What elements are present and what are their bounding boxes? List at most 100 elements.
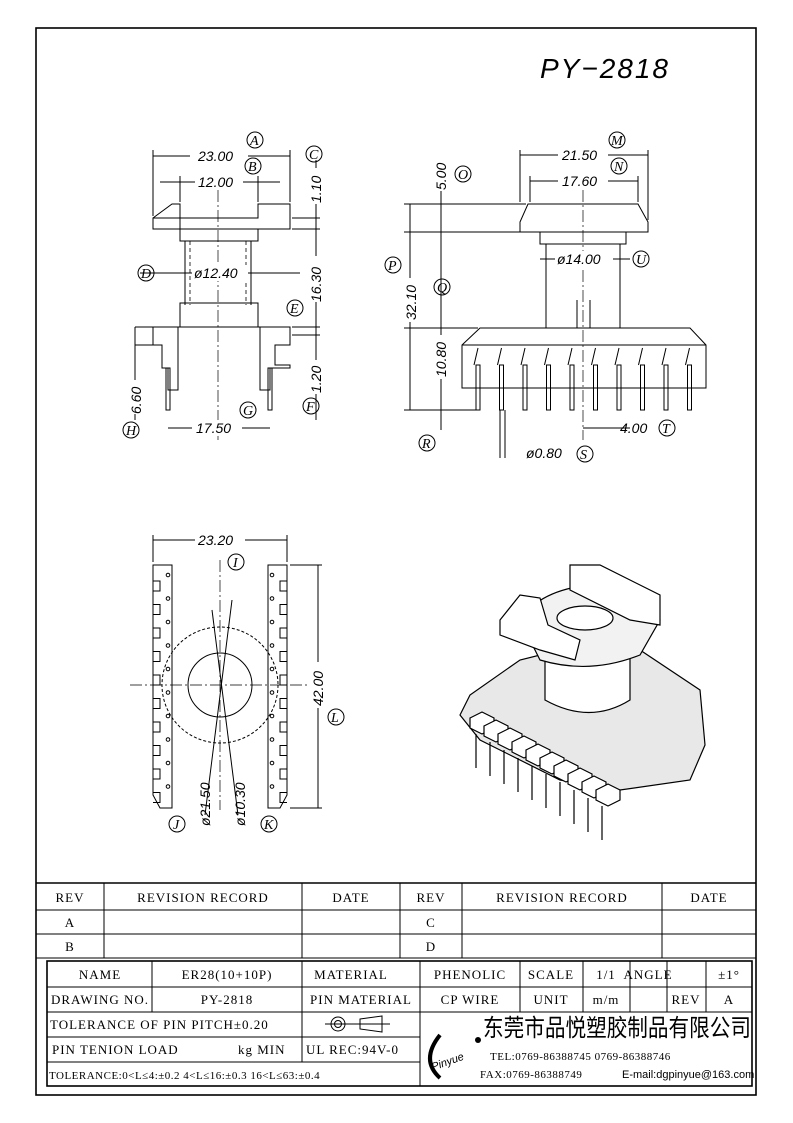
pin-slot xyxy=(520,347,526,366)
svg-text:D: D xyxy=(140,267,151,282)
dim-m: 21.50 xyxy=(561,147,597,163)
slot xyxy=(153,698,161,709)
rev-header: REV xyxy=(417,890,446,905)
slot xyxy=(279,674,287,686)
title-block: NAME ER28(10+10P) MATERIAL PHENOLIC SCAL… xyxy=(46,960,754,1087)
scale-label: SCALE xyxy=(528,967,574,982)
dim-g: 17.50 xyxy=(196,420,231,436)
svg-text:P: P xyxy=(387,259,397,274)
rev-cell: B xyxy=(65,939,75,954)
dim-o: 5.00 xyxy=(433,163,449,190)
pin xyxy=(593,364,598,411)
fax: FAX:0769-86388749 xyxy=(480,1069,582,1081)
unit-value: m/m xyxy=(593,992,620,1007)
pin-hole xyxy=(165,784,171,789)
pin-slot xyxy=(614,347,620,366)
rev-cell: A xyxy=(65,915,75,930)
svg-text:C: C xyxy=(309,148,319,163)
name-label: NAME xyxy=(79,967,121,982)
dim-p: 32.10 xyxy=(403,285,419,320)
pin-material-value: CP WIRE xyxy=(441,992,500,1007)
material-label: MATERIAL xyxy=(314,967,388,982)
name-value: ER28(10+10P) xyxy=(182,967,273,982)
slot xyxy=(279,627,287,639)
svg-text:J: J xyxy=(173,818,180,833)
pin-slot xyxy=(591,347,596,366)
callout-labels: A B C D E F G H xyxy=(122,131,323,439)
bottom-view: 23.20 42.00 ø21.50 ø10.30 I L J K xyxy=(130,532,345,833)
pin xyxy=(522,364,528,411)
side-view: ø14.00 21.50 17.60 5.00 32.10 10.80 ø0.8… xyxy=(384,131,707,463)
pin xyxy=(616,364,622,411)
pin xyxy=(569,364,575,411)
pin-hole xyxy=(269,619,275,625)
slot xyxy=(279,604,287,615)
pin-pitch-tolerance: TOLERANCE OF PIN PITCH±0.20 xyxy=(50,1017,269,1032)
pin-hole xyxy=(165,713,171,719)
pin-slot xyxy=(544,347,549,366)
pin-hole xyxy=(269,596,275,601)
dim-h: 6.60 xyxy=(128,387,144,414)
date-header: DATE xyxy=(690,890,727,905)
dim-l: 42.00 xyxy=(310,671,326,706)
pin-hole xyxy=(165,737,171,742)
slot xyxy=(279,792,287,803)
slot xyxy=(153,792,161,803)
pin-tension-unit: kg MIN xyxy=(238,1042,286,1057)
dim-a: 23.00 xyxy=(197,148,233,164)
pin-slot xyxy=(685,347,690,366)
material-value: PHENOLIC xyxy=(434,967,506,982)
date-header: DATE xyxy=(332,890,369,905)
pin-hole xyxy=(269,666,275,672)
revision-record-header: REVISION RECORD xyxy=(496,890,628,905)
rev-cell: C xyxy=(426,915,436,930)
svg-text:M: M xyxy=(610,134,624,149)
pin-hole xyxy=(269,784,275,789)
dim-n: 17.60 xyxy=(562,173,597,189)
drawing-no-label: DRAWING NO. xyxy=(51,992,149,1007)
slot xyxy=(153,745,161,756)
svg-text:E: E xyxy=(289,302,299,317)
callout-labels: I L J K xyxy=(168,553,345,833)
svg-text:Pinyue: Pinyue xyxy=(430,1051,466,1074)
dim-q: 10.80 xyxy=(433,342,449,377)
front-view: 23.00 12.00 ø12.40 17.50 1.10 16.30 1.20… xyxy=(122,131,324,440)
slot xyxy=(279,721,287,733)
unit-label: UNIT xyxy=(533,992,568,1007)
svg-text:H: H xyxy=(125,424,137,439)
scale-value: 1/1 xyxy=(596,967,616,982)
svg-text:I: I xyxy=(232,556,239,571)
isometric-view xyxy=(459,564,706,840)
slot xyxy=(153,580,161,592)
pin xyxy=(663,364,669,411)
slot xyxy=(153,651,161,662)
drawing-title: PY−2818 xyxy=(540,53,670,84)
dim-u: ø14.00 xyxy=(557,251,601,267)
pin-hole xyxy=(165,596,171,601)
slot xyxy=(153,768,161,780)
svg-text:O: O xyxy=(458,168,468,183)
dim-e: 16.30 xyxy=(308,267,324,302)
angle-label: ANGLE xyxy=(623,967,672,982)
sheet-border xyxy=(35,27,757,1096)
pin-hole xyxy=(165,760,171,766)
slot xyxy=(279,651,287,662)
slot xyxy=(279,580,287,592)
pin-tension-label: PIN TENION LOAD xyxy=(52,1042,179,1057)
projection-symbol-icon xyxy=(325,1015,390,1033)
pin-hole xyxy=(269,760,275,766)
pin-hole xyxy=(165,666,171,672)
slot xyxy=(153,627,161,639)
pin-slot xyxy=(567,347,573,366)
pin-hole xyxy=(269,690,275,695)
rev-label: REV xyxy=(672,992,701,1007)
pin-hole xyxy=(165,572,171,578)
svg-text:K: K xyxy=(263,818,274,833)
svg-text:B: B xyxy=(248,160,257,175)
pin-slot xyxy=(473,347,479,366)
pin xyxy=(546,364,551,411)
pin-material-label: PIN MATERIAL xyxy=(310,992,412,1007)
pin-slot xyxy=(661,347,667,366)
slot xyxy=(279,768,287,780)
